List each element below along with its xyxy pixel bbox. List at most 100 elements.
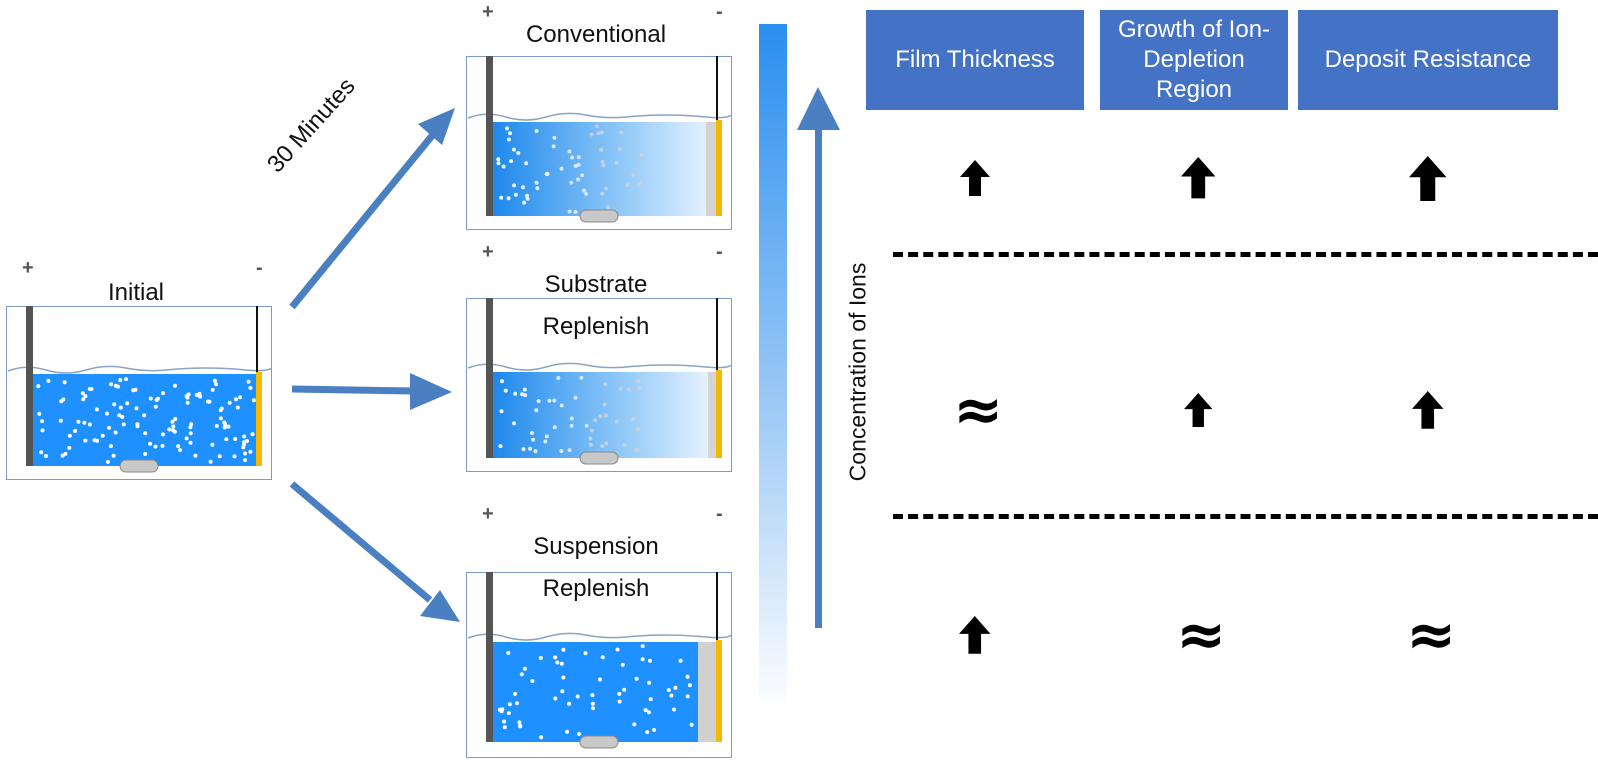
tank-outline	[6, 306, 272, 480]
ion-particle	[241, 445, 246, 450]
ion-particle	[512, 147, 516, 152]
ion-particle	[60, 453, 65, 458]
cell-label-line-1: Suspension	[533, 533, 659, 560]
ion-particle	[530, 679, 535, 683]
ion-particle	[535, 186, 540, 191]
ion-particle	[242, 442, 247, 447]
ion-particle	[111, 453, 116, 458]
ion-particle	[143, 452, 148, 456]
anode-sign: +	[482, 503, 494, 525]
ion-particle	[214, 424, 219, 428]
ion-particle	[636, 378, 641, 383]
ion-particle	[617, 147, 622, 152]
ion-particle	[631, 172, 636, 177]
ion-particle	[552, 398, 557, 403]
ion-particle	[197, 391, 202, 396]
ion-particle	[82, 420, 87, 425]
header-film-thickness: Film Thickness	[866, 10, 1084, 110]
ion-particle	[561, 647, 566, 652]
ion-particle	[622, 442, 627, 447]
ion-particle	[118, 405, 123, 410]
ion-particle	[522, 387, 527, 392]
header-label: Film Thickness	[895, 46, 1055, 73]
ion-particle	[552, 135, 557, 140]
ion-particle	[598, 414, 603, 419]
ion-particle	[625, 183, 630, 188]
ion-particle	[80, 391, 85, 396]
cell-label-line-2: Replenish	[542, 313, 650, 340]
ion-particle	[580, 173, 585, 178]
ion-particle	[599, 147, 604, 152]
arrow-to-conventional	[289, 108, 455, 310]
ion-particle	[640, 657, 645, 662]
ion-particle	[583, 651, 588, 656]
ion-particle	[83, 438, 88, 443]
ion-particle	[602, 402, 607, 407]
cell-suspension-replenish: + - Suspension Replenish	[466, 502, 736, 760]
ion-particle	[687, 683, 692, 688]
ion-particle	[83, 394, 88, 399]
ion-particle	[553, 696, 558, 701]
ion-particle	[591, 706, 595, 711]
ion-particle	[569, 416, 574, 421]
anode-sign: +	[22, 257, 34, 279]
ion-particle	[561, 675, 566, 680]
ion-particle	[603, 382, 608, 387]
ion-particle	[584, 423, 589, 428]
ion-particle	[529, 431, 534, 435]
ion-particle	[109, 382, 114, 387]
ion-particle	[569, 180, 574, 185]
ion-particle	[107, 425, 112, 430]
ion-particle	[590, 701, 595, 706]
ion-particle	[622, 687, 627, 692]
ion-particle	[584, 191, 589, 196]
ion-particle	[39, 450, 44, 455]
ion-particle	[520, 392, 524, 397]
ion-particle	[559, 661, 564, 666]
ion-particle	[637, 386, 642, 391]
ion-particle	[222, 420, 227, 425]
ion-particle	[212, 378, 217, 383]
ion-particle	[160, 432, 165, 437]
header-deposit-resistance: Deposit Resistance	[1298, 10, 1558, 110]
ion-particle	[547, 398, 552, 403]
ion-particle	[575, 694, 580, 699]
anode-electrode	[486, 298, 493, 458]
ion-particle	[577, 732, 581, 736]
ion-particle	[178, 448, 183, 453]
ion-particle	[506, 711, 511, 716]
ion-particle	[46, 378, 51, 383]
solution	[493, 642, 718, 742]
increase-arrow-icon	[1412, 391, 1444, 429]
ion-particle	[539, 735, 544, 740]
ion-particle	[509, 159, 514, 164]
ion-particle	[647, 680, 652, 685]
ion-particle	[559, 403, 564, 408]
ion-particle	[617, 699, 622, 704]
ion-particle	[248, 449, 253, 454]
ion-particle	[634, 676, 639, 681]
ion-particle	[502, 725, 507, 730]
ion-particle	[248, 385, 253, 390]
ion-particle	[176, 444, 181, 449]
ion-particle	[573, 395, 578, 400]
ion-particle	[246, 379, 251, 384]
deposit-layer	[706, 122, 716, 216]
cathode-sign: -	[716, 503, 723, 525]
ion-particle	[646, 710, 651, 715]
ion-particle	[536, 399, 541, 404]
ion-particle	[243, 458, 248, 463]
approx-equal-icon: ≈	[1176, 600, 1227, 670]
ion-particle	[44, 454, 48, 458]
ion-particle	[498, 444, 503, 449]
ion-particle	[534, 129, 539, 133]
ion-particle	[551, 144, 556, 149]
header-label-line-1: Growth of Ion-	[1117, 16, 1271, 43]
ion-particle	[73, 429, 78, 433]
ion-particle	[570, 155, 575, 160]
ion-particles	[497, 644, 694, 740]
ion-particle	[522, 200, 527, 205]
ion-particle	[218, 416, 223, 421]
ion-particle	[218, 408, 223, 413]
